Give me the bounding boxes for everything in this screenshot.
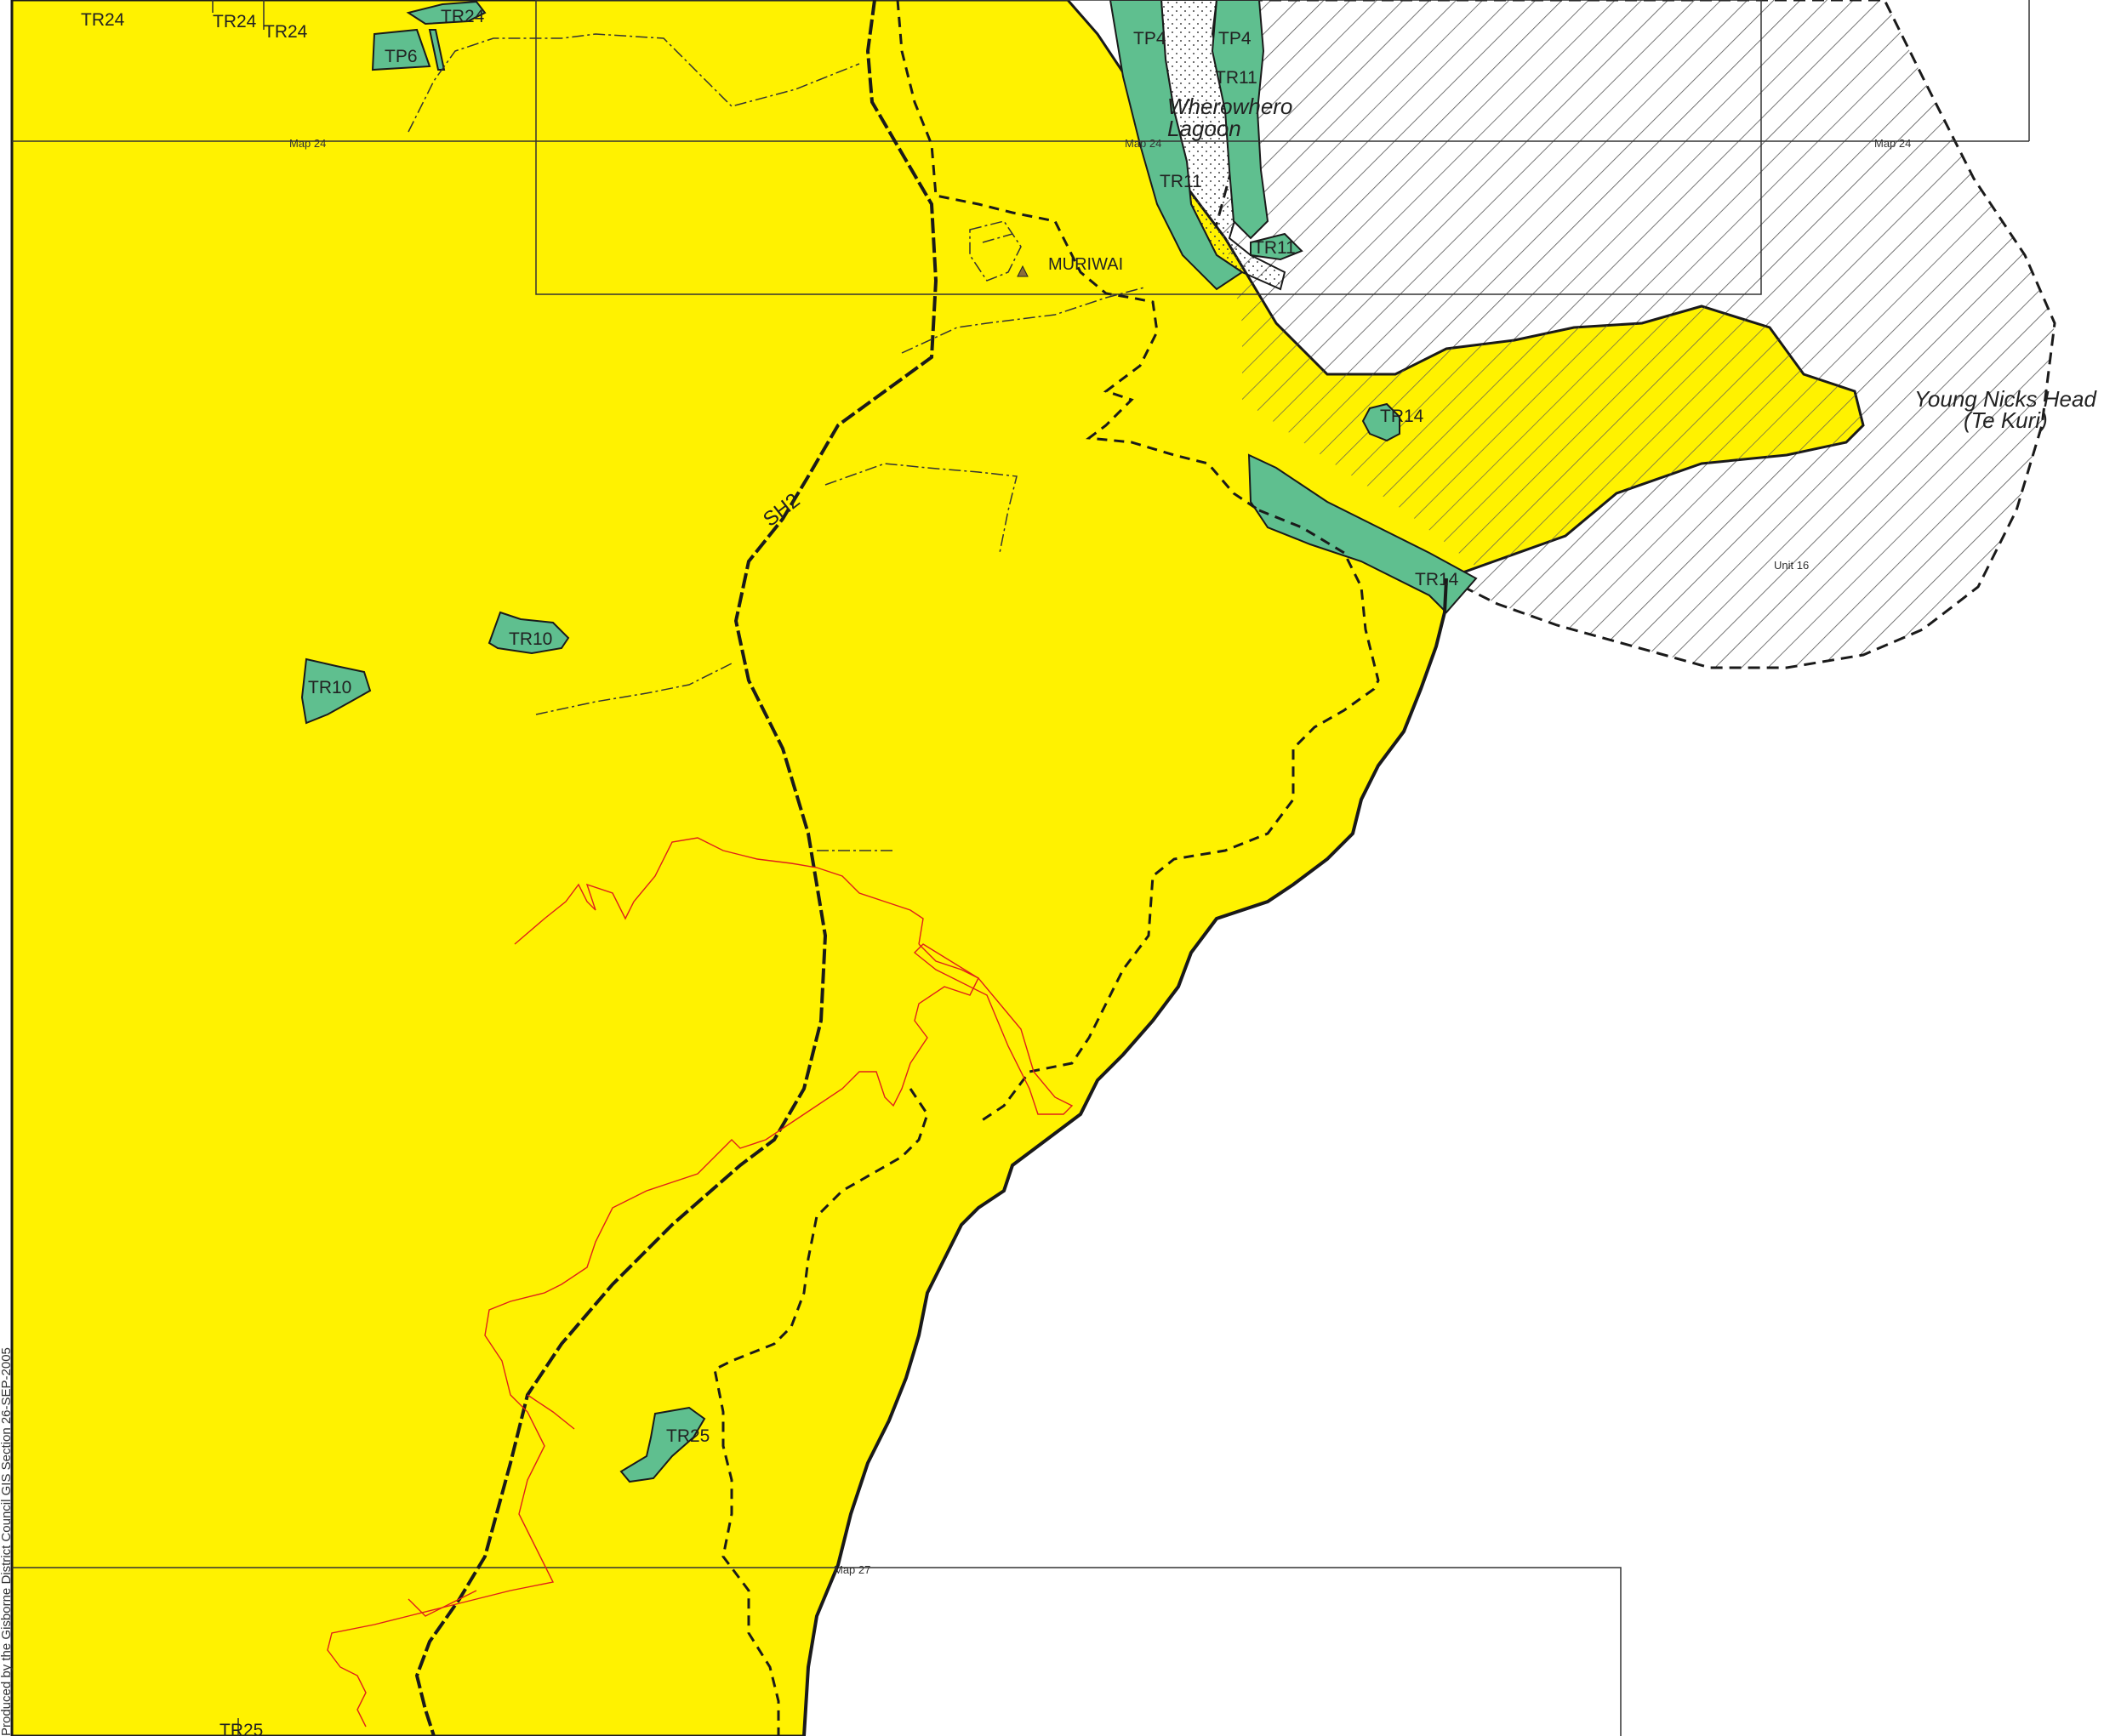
- zone-label-tp6: TP6: [385, 47, 418, 66]
- stream-c: [913, 943, 1074, 1115]
- zone-tr24-top: [406, 0, 487, 26]
- zone-label-tr11-c: TR11: [1253, 238, 1296, 258]
- boundary-dashed-c: [713, 1088, 929, 1736]
- stream-a: [514, 837, 924, 945]
- place-label-muriwai: MURIWAI: [1048, 255, 1123, 274]
- map-ref-label-d: Map 27: [834, 1563, 870, 1576]
- zone-label-tr24-c: TR24: [264, 22, 308, 42]
- map-ref-label-a: Map 24: [289, 137, 326, 150]
- map-sheet-frame-north: [535, 0, 1762, 295]
- zone-label-tr11-b: TR11: [1160, 172, 1202, 191]
- zone-label-tr24-a: TR24: [81, 10, 125, 30]
- coastline: [802, 578, 1448, 1736]
- map-ref-label-b: Map 24: [1125, 137, 1161, 150]
- zone-label-tr24-b: TR24: [213, 12, 257, 31]
- zone-tr14-small: [1361, 402, 1400, 442]
- production-credit: Produced by the Gisborne District Counci…: [0, 1347, 14, 1736]
- stream-b: [327, 943, 979, 1727]
- zone-label-tr25-b: TR25: [220, 1721, 263, 1736]
- place-label-head-line2: (Te Kuri): [1964, 407, 2048, 433]
- zone-label-tr10-b: TR10: [308, 678, 351, 697]
- zone-label-tp4-b: TP4: [1218, 29, 1252, 48]
- zone-label-tp4-a: TP4: [1133, 29, 1166, 48]
- zone-tr11-east-lower: [1250, 232, 1303, 261]
- zone-tp6: [371, 28, 431, 71]
- headland-yellow-hatch: [1225, 238, 1863, 570]
- parcel-line-e: [535, 663, 733, 715]
- place-label-lagoon-line1: Wherowhero: [1167, 94, 1292, 119]
- stream-d: [527, 1394, 575, 1430]
- map-ref-label-c: Map 24: [1874, 137, 1911, 150]
- zone-tp4-tr11-west: [1109, 0, 1244, 291]
- parcel-line-b: [901, 287, 1145, 354]
- zone-tp6-strip: [428, 29, 446, 71]
- place-label-lagoon-line2: Lagoon: [1167, 116, 1241, 141]
- muriwai-triangle-icon: [1017, 265, 1029, 277]
- zone-label-tr14-b: TR14: [1415, 570, 1459, 589]
- zone-label-tr25-a: TR25: [666, 1426, 710, 1446]
- map-sheet-frame-south: [12, 1567, 1622, 1736]
- zone-tr10-west: [300, 657, 372, 725]
- parcel-line-d: [824, 463, 1018, 554]
- zone-label-tr24-d: TR24: [441, 7, 485, 26]
- zone-tr25: [619, 1406, 706, 1483]
- zone-tr10-east: [488, 611, 570, 655]
- parcel-line-a: [408, 33, 860, 133]
- zone-tp4-tr11-east: [1211, 0, 1269, 240]
- zone-label-tr10-a: TR10: [509, 629, 552, 649]
- boundary-dashed-a: [896, 0, 1260, 512]
- zone-label-tr14-a: TR14: [1380, 407, 1424, 426]
- place-label-head-line1: Young Nicks Head: [1914, 386, 2097, 412]
- parcel-line-c: [969, 220, 1022, 282]
- state-highway-sh2: [414, 0, 938, 1736]
- boundary-dashed-b: [978, 509, 1380, 1124]
- unit-label: Unit 16: [1774, 559, 1809, 572]
- zone-label-tr11-a: TR11: [1215, 68, 1257, 88]
- stream-e: [408, 1590, 477, 1617]
